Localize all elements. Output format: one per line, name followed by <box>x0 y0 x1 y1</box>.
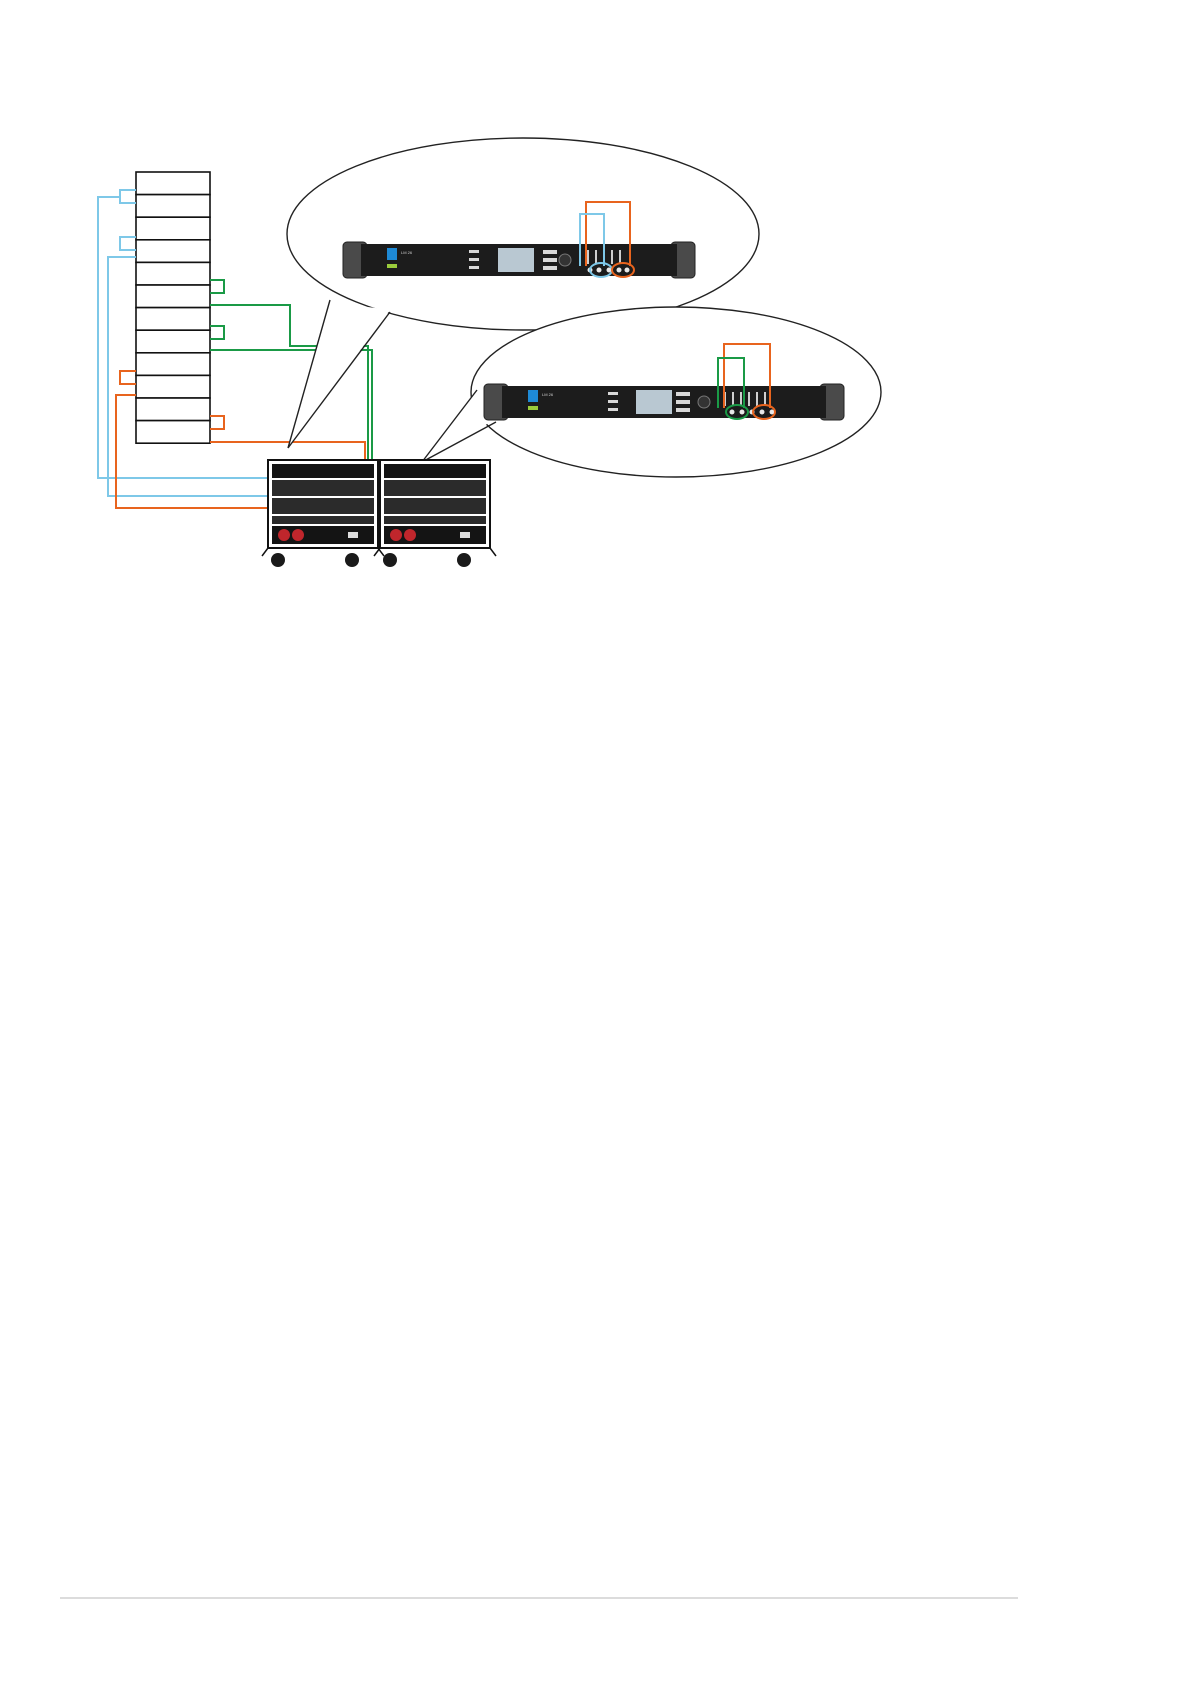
brand-logo-icon <box>387 248 397 260</box>
speaker-cabinet-12 <box>136 421 210 444</box>
amplifier-rack-left <box>262 460 384 567</box>
speaker-array-stack <box>136 172 210 443</box>
speaker-cabinet-8 <box>136 330 210 353</box>
model-label: LM 26 <box>542 392 554 397</box>
lm26-processor-top: LM 26 <box>343 242 695 278</box>
orange-wire-2 <box>210 416 224 429</box>
orange-wire-1 <box>120 371 136 384</box>
speaker-cabinet-5 <box>136 262 210 285</box>
brand-logo-icon <box>528 390 538 402</box>
caster-wheel-icon <box>271 553 285 567</box>
model-label: LM 26 <box>401 250 413 255</box>
green-wire-2 <box>210 326 224 339</box>
speaker-cabinet-10 <box>136 375 210 398</box>
speaker-cabinet-11 <box>136 398 210 421</box>
display-screen <box>636 390 672 414</box>
speaker-cabinet-2 <box>136 195 210 218</box>
speaker-cabinet-3 <box>136 217 210 240</box>
speaker-cabinet-9 <box>136 353 210 376</box>
speaker-cabinet-1 <box>136 172 210 195</box>
amplifier-rack-right <box>374 460 496 567</box>
display-screen <box>498 248 534 272</box>
speaker-cabinet-6 <box>136 285 210 308</box>
speaker-cabinet-4 <box>136 240 210 263</box>
blue-wire-2 <box>120 237 136 250</box>
lm26-processor-bottom: LM 26 <box>484 384 844 420</box>
caster-wheel-icon <box>345 553 359 567</box>
caster-wheel-icon <box>457 553 471 567</box>
caster-wheel-icon <box>383 553 397 567</box>
speaker-cabinet-7 <box>136 308 210 331</box>
blue-wire-1 <box>120 190 136 203</box>
green-wire-1 <box>210 280 224 293</box>
